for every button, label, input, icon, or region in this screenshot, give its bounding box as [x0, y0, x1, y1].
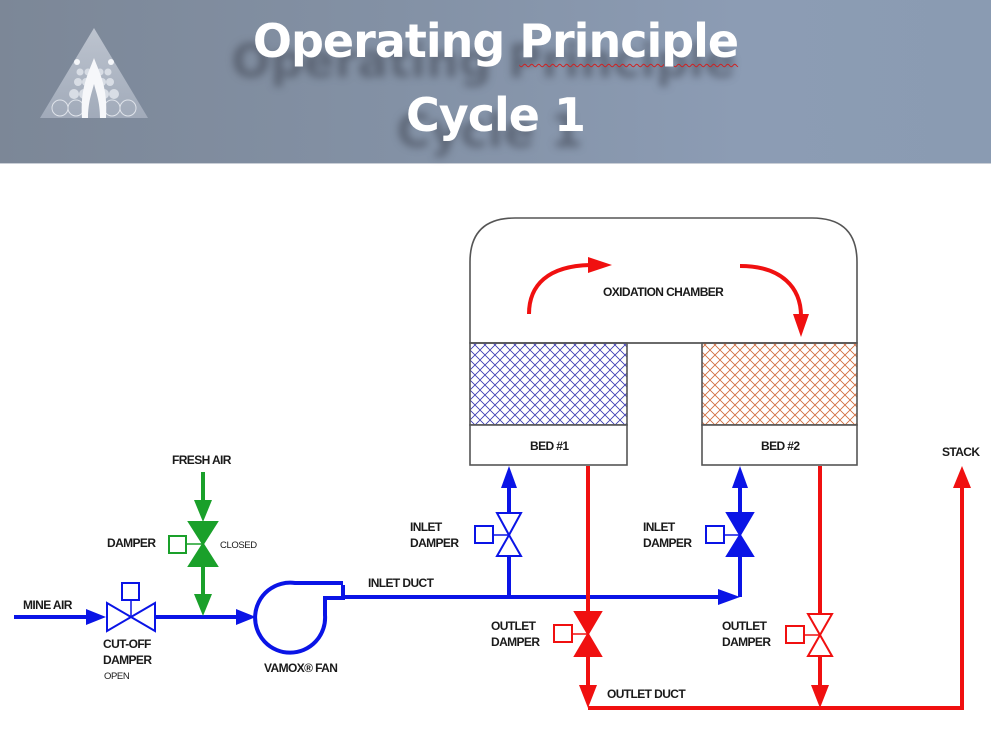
fresh-air-label: FRESH AIR [172, 453, 232, 467]
bed2-media [701, 342, 858, 426]
fresh-air-damper-label: DAMPER [107, 536, 156, 550]
stack-arrow-icon [953, 466, 971, 488]
title-word-principle: Principle [519, 14, 739, 68]
bed2-outlet-damper-label-line2: DAMPER [722, 635, 771, 649]
outlet-duct-label: OUTLET DUCT [607, 687, 686, 701]
fresh-air-arrow-icon [194, 500, 212, 522]
slide-title-line2: Cycle 1 [406, 88, 586, 142]
bed1-inlet-arrow-icon [501, 466, 517, 488]
cutoff-damper-valve-icon[interactable] [106, 582, 156, 633]
bed2-inlet-damper-label-line2: DAMPER [643, 536, 692, 550]
bed1-outlet-damper-label-line2: DAMPER [491, 635, 540, 649]
bed2-label: BED #2 [761, 439, 800, 453]
vamox-fan-icon[interactable] [253, 580, 345, 655]
bed1-outlet-damper-label-line1: OUTLET [491, 619, 537, 633]
bed1-media [469, 342, 628, 426]
mine-air-arrow-icon [86, 609, 106, 625]
fresh-air-junction-arrow-icon [194, 594, 212, 616]
cutoff-damper-label-line1: CUT-OFF [103, 637, 151, 651]
chamber-flow-arrowhead-down-icon [793, 314, 809, 337]
stack-label: STACK [942, 445, 980, 459]
oxidation-chamber-label: OXIDATION CHAMBER [603, 285, 724, 299]
fan-inlet-arrow-icon [236, 609, 256, 625]
cutoff-damper-state: OPEN [104, 671, 130, 682]
fresh-air-damper-valve-icon[interactable] [168, 521, 219, 567]
fan-label: VAMOX® FAN [264, 661, 337, 675]
bed2-inlet-arrow-icon [732, 466, 748, 488]
chamber-flow-arrow-up-icon [527, 263, 591, 315]
slide-title-line1: Operating Principle [0, 14, 991, 68]
bed2-outlet-damper-valve-icon[interactable] [785, 613, 834, 657]
bed1-label: BED #1 [530, 439, 569, 453]
bed1-outlet-arrow-icon [579, 685, 597, 708]
slide-header: Operating Principle Cycle 1 Operating Pr… [0, 0, 991, 164]
bed2-outlet-arrow-icon [811, 685, 829, 708]
bed2-box [701, 424, 858, 466]
triangle-flame-logo-icon [40, 28, 148, 118]
bed2-inlet-damper-valve-icon[interactable] [705, 512, 755, 557]
oxidation-chamber-outline [469, 217, 858, 344]
chamber-flow-arrow-down-icon [739, 264, 803, 317]
chamber-flow-arrowhead-right-icon [588, 257, 612, 273]
bed1-inlet-damper-label-line1: INLET [410, 520, 443, 534]
outlet-duct [588, 484, 964, 710]
bed1-box [469, 424, 628, 466]
mine-air-label: MINE AIR [23, 598, 73, 612]
cutoff-damper-label-line2: DAMPER [103, 653, 152, 667]
bed1-outlet-damper-valve-icon[interactable] [553, 611, 603, 657]
title-shadow-line1: Operating Principle [231, 34, 736, 88]
bed2-inlet-damper-label-line1: INLET [643, 520, 676, 534]
inlet-duct-label: INLET DUCT [368, 576, 435, 590]
inlet-duct-arrow-icon [718, 589, 740, 605]
fresh-air-damper-state: CLOSED [220, 540, 257, 551]
title-word-operating: Operating [252, 14, 520, 68]
bed2-outlet-damper-label-line1: OUTLET [722, 619, 768, 633]
title-shadow-line2: Cycle 1 [396, 104, 583, 158]
bed1-inlet-damper-label-line2: DAMPER [410, 536, 459, 550]
bed1-inlet-damper-valve-icon[interactable] [474, 512, 523, 557]
